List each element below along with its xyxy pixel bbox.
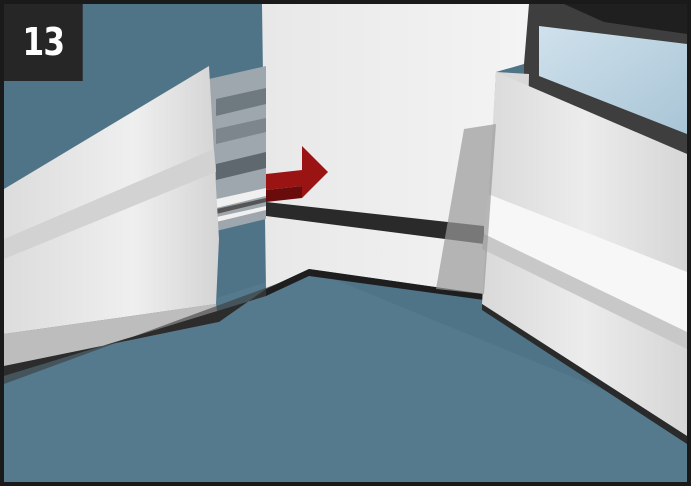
step-number-badge: 13 — [4, 4, 83, 81]
installation-illustration — [4, 4, 687, 482]
